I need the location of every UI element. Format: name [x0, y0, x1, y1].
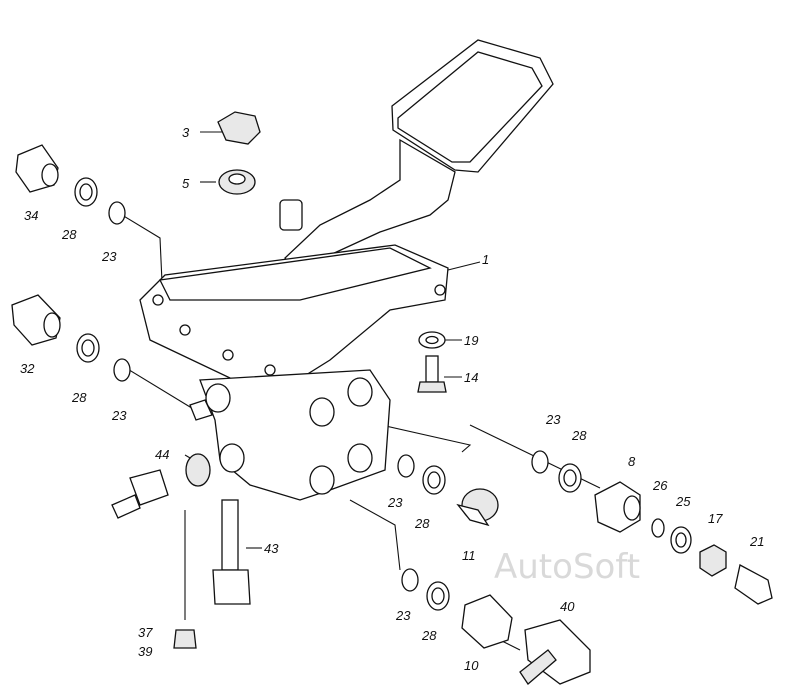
label-37: 37: [138, 625, 153, 640]
label-23-d: 23: [545, 412, 561, 427]
brake-valve-body: [139, 199, 449, 501]
plug-11: [456, 488, 499, 527]
callout-labels: 3 5 34 28 23 1 32 28 23 19 14 44 23 28 8…: [20, 125, 764, 673]
label-14: 14: [464, 370, 478, 385]
label-28-c: 28: [414, 516, 430, 531]
label-28-d: 28: [571, 428, 587, 443]
nut-5: [218, 169, 256, 195]
washer-28-upper: [74, 177, 98, 207]
stud-43: [212, 499, 251, 605]
label-11: 11: [462, 548, 476, 563]
label-1: 1: [482, 252, 489, 267]
spring-21: [734, 564, 773, 605]
label-39: 39: [138, 644, 152, 659]
label-25: 25: [675, 494, 691, 509]
washer-23-bottom: [401, 568, 419, 592]
label-44: 44: [155, 447, 169, 462]
washer-23-right: [531, 450, 549, 474]
washer-23-upper: [108, 201, 126, 225]
label-28-e: 28: [421, 628, 437, 643]
label-26: 26: [652, 478, 668, 493]
label-8: 8: [628, 454, 636, 469]
label-23-e: 23: [395, 608, 411, 623]
fitting-32: [11, 294, 61, 346]
washer-26: [651, 518, 665, 538]
connector-10: [461, 594, 513, 649]
label-23-b: 23: [111, 408, 127, 423]
label-5: 5: [182, 176, 190, 191]
drain-plug: [111, 469, 169, 519]
label-28-b: 28: [71, 390, 87, 405]
label-34: 34: [24, 208, 38, 223]
label-21: 21: [749, 534, 764, 549]
label-40: 40: [560, 599, 575, 614]
cap-37-39: [173, 629, 197, 649]
bolt-14: [417, 355, 447, 393]
washer-28-lower: [76, 333, 100, 363]
washer-23-lower: [113, 358, 131, 382]
label-43: 43: [264, 541, 279, 556]
label-10: 10: [464, 658, 479, 673]
label-17: 17: [708, 511, 723, 526]
valve-tap-40: [519, 619, 591, 685]
watermark: AutoSoft: [494, 547, 640, 587]
washer-28-right: [558, 463, 582, 493]
label-28-a: 28: [61, 227, 77, 242]
castle-nut-3: [217, 111, 261, 145]
label-23-c: 23: [387, 495, 403, 510]
washer-28-bottom: [426, 581, 450, 611]
fitting-8: [594, 481, 641, 533]
filter-screen-44: [185, 453, 211, 487]
washer-19: [418, 331, 446, 349]
washer-23-mid: [397, 454, 415, 478]
label-3: 3: [182, 125, 190, 140]
washer-25: [670, 526, 692, 554]
label-19: 19: [464, 333, 478, 348]
label-23-a: 23: [101, 249, 117, 264]
fitting-34: [15, 144, 59, 193]
label-32: 32: [20, 361, 35, 376]
nut-17: [699, 544, 727, 577]
washer-28-mid: [422, 465, 446, 495]
